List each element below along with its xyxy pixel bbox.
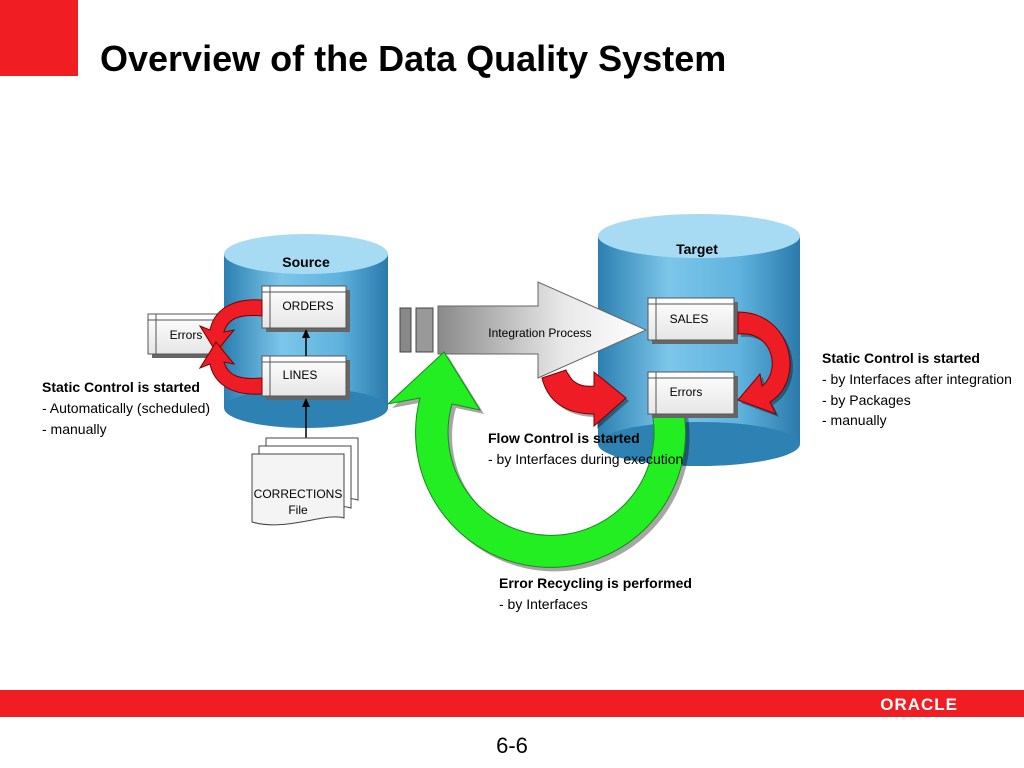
table-target-errors: Errors [647,371,738,418]
integration-process-label: Integration Process [488,326,591,340]
flow-control-arrow-icon [541,369,629,429]
static-left-line: - manually [42,421,107,437]
data-quality-diagram: Source Target ORDERS LINES Errors [42,214,1012,612]
corrections-label-line1: CORRECTIONS [254,487,343,501]
source-label: Source [282,254,330,270]
page-number: 6-6 [496,733,528,758]
static-right-line: - manually [822,412,887,428]
flow-control-heading: Flow Control is started [488,430,640,446]
error-recycling-line: - by Interfaces [499,596,588,612]
error-recycling-arrow-icon [386,351,690,572]
slide-title: Overview of the Data Quality System [100,38,727,79]
corrections-label-line2: File [288,503,308,517]
flow-control-line: - by Interfaces during execution [488,451,683,467]
brand-red-square [0,0,78,76]
target-errors-label: Errors [670,385,703,399]
oracle-logo: ORACLE [880,695,958,714]
table-orders: ORDERS [261,285,350,332]
static-right-line: - by Packages [822,392,911,408]
lines-to-orders-arrow [302,329,310,356]
source-errors-label: Errors [170,328,203,342]
static-right-heading: Static Control is started [822,350,980,366]
table-lines-label: LINES [283,368,318,382]
table-sales: SALES [647,297,738,344]
integration-process-arrow: Integration Process [399,281,648,379]
table-orders-label: ORDERS [282,299,333,313]
corrections-file-icon: CORRECTIONS File [251,437,359,526]
error-recycling-heading: Error Recycling is performed [499,575,692,591]
footer-bar [0,690,1024,717]
static-left-heading: Static Control is started [42,379,200,395]
table-sales-label: SALES [670,312,709,326]
error-recycling-note: Error Recycling is performed - by Interf… [499,575,692,612]
target-label: Target [676,241,718,257]
target-static-control-arrow-icon [737,311,793,417]
static-control-arrow-icon [198,299,263,395]
flow-control-note: Flow Control is started - by Interfaces … [488,430,683,467]
static-control-right-note: Static Control is started - by Interface… [822,350,1012,428]
static-control-left-note: Static Control is started - Automaticall… [42,379,210,437]
static-right-line: - by Interfaces after integration [822,371,1012,387]
static-left-line: - Automatically (scheduled) [42,400,210,416]
table-lines: LINES [261,355,350,400]
